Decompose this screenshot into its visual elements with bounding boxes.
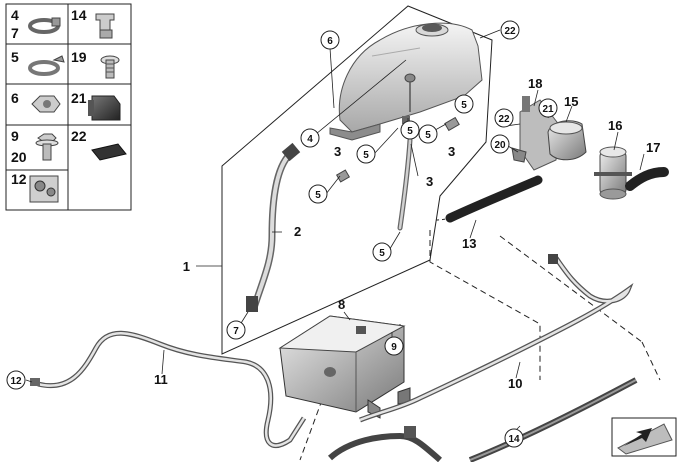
- legend-number: 14: [71, 7, 87, 23]
- hex-nut-icon: [31, 95, 61, 113]
- legend-number: 21: [71, 90, 87, 106]
- legend-cell-rubber-mount: 21: [71, 90, 121, 121]
- flange-bolt-icon: [35, 133, 59, 161]
- callout-21-circle: 21: [538, 98, 558, 118]
- legend-number: 5: [11, 49, 19, 65]
- pipe-clip-icon: [95, 13, 115, 39]
- svg-text:7: 7: [233, 326, 239, 337]
- callout-11: 11: [154, 372, 168, 387]
- svg-text:5: 5: [425, 130, 431, 141]
- vent-hose-2: [246, 142, 301, 312]
- screw-icon: [100, 55, 120, 79]
- callout-20-circle: 20: [490, 134, 510, 154]
- callout-15: 15: [564, 94, 578, 109]
- fuel-line-14: [327, 377, 638, 462]
- svg-text:5: 5: [363, 150, 369, 161]
- callout-6-circle: 6: [320, 30, 340, 50]
- line-clip-icon: [29, 175, 59, 203]
- callout-17: 17: [646, 140, 660, 155]
- legend-cell-spring-clamp: 5: [11, 49, 65, 76]
- callout-3: 3: [426, 174, 433, 189]
- svg-text:22: 22: [498, 114, 510, 125]
- callouts: 1 2 3 3 3 8 10 11 13 15 16 17 18 6 22 4 …: [6, 20, 660, 448]
- fuel-line-10: [359, 254, 634, 423]
- pipe-13: [435, 175, 543, 223]
- tank-housing: [329, 22, 483, 141]
- legend-number: 6: [11, 90, 19, 106]
- callout-5-circle: 5: [308, 184, 328, 204]
- fuel-line-11: [30, 330, 307, 448]
- legend-number: 19: [71, 49, 87, 65]
- svg-text:14: 14: [508, 434, 520, 445]
- legend-cell-hose-clamp: 4 7: [11, 7, 61, 41]
- callout-14-circle: 14: [504, 428, 524, 448]
- legend-cell-flange-bolt: 9 20: [11, 128, 59, 165]
- svg-text:21: 21: [542, 104, 554, 115]
- svg-text:22: 22: [504, 26, 516, 37]
- legend-cell-line-clip: 12: [11, 171, 59, 203]
- legend-number: 7: [11, 25, 19, 41]
- callout-5-circle: 5: [372, 242, 392, 262]
- legend-number: 20: [11, 149, 27, 165]
- assembly-group-outline: [221, 5, 493, 355]
- callout-5-circle: 5: [454, 94, 474, 114]
- legend-grid: 4 7 14 5 19: [5, 3, 132, 211]
- vent-hose-3: [397, 137, 413, 231]
- callout-4-circle: 4: [300, 128, 320, 148]
- callout-1: 1: [183, 259, 190, 274]
- callout-3: 3: [334, 144, 341, 159]
- svg-text:6: 6: [327, 36, 333, 47]
- callout-2: 2: [294, 224, 301, 239]
- small-clamps: [335, 116, 460, 183]
- purge-valve-group: [511, 96, 587, 171]
- legend-number: 12: [11, 171, 27, 187]
- svg-text:20: 20: [494, 140, 506, 151]
- spring-clamp-icon: [28, 55, 65, 76]
- callout-5-circle: 5: [400, 120, 420, 140]
- callout-5-circle: 5: [418, 124, 438, 144]
- legend-cell-gasket-pad: 22: [71, 128, 127, 161]
- svg-text:5: 5: [461, 100, 467, 111]
- callout-22-circle: 22: [494, 108, 514, 128]
- svg-text:4: 4: [307, 134, 313, 145]
- legend-cell-screw: 19: [71, 49, 120, 79]
- legend-cell-pipe-clip: 14: [71, 7, 115, 39]
- callout-10: 10: [508, 376, 522, 391]
- legend-number: 4: [11, 7, 19, 23]
- callout-3: 3: [448, 144, 455, 159]
- callout-13: 13: [462, 236, 476, 251]
- callout-7-circle: 7: [226, 320, 246, 340]
- svg-text:12: 12: [10, 376, 22, 387]
- callout-18: 18: [528, 76, 542, 91]
- callout-9-circle: 9: [384, 336, 404, 356]
- hose-clamp-icon: [28, 17, 61, 34]
- svg-text:9: 9: [391, 342, 397, 353]
- gasket-pad-icon: [91, 143, 127, 161]
- fuel-filter-16: [594, 146, 632, 200]
- svg-text:5: 5: [379, 248, 385, 259]
- charcoal-canister: [278, 315, 411, 419]
- callout-16: 16: [608, 118, 622, 133]
- hose-17: [625, 167, 669, 191]
- legend-number: 9: [11, 128, 19, 144]
- callout-12-circle: 12: [6, 370, 26, 390]
- arrow-view-icon: [611, 417, 677, 457]
- callout-5-circle: 5: [356, 144, 376, 164]
- svg-text:5: 5: [407, 126, 413, 137]
- legend-number: 22: [71, 128, 87, 144]
- callout-22-circle: 22: [500, 20, 520, 40]
- svg-text:5: 5: [315, 190, 321, 201]
- callout-8: 8: [338, 297, 345, 312]
- rubber-mount-icon: [88, 95, 121, 121]
- legend-cell-hex-nut: 6: [11, 90, 61, 113]
